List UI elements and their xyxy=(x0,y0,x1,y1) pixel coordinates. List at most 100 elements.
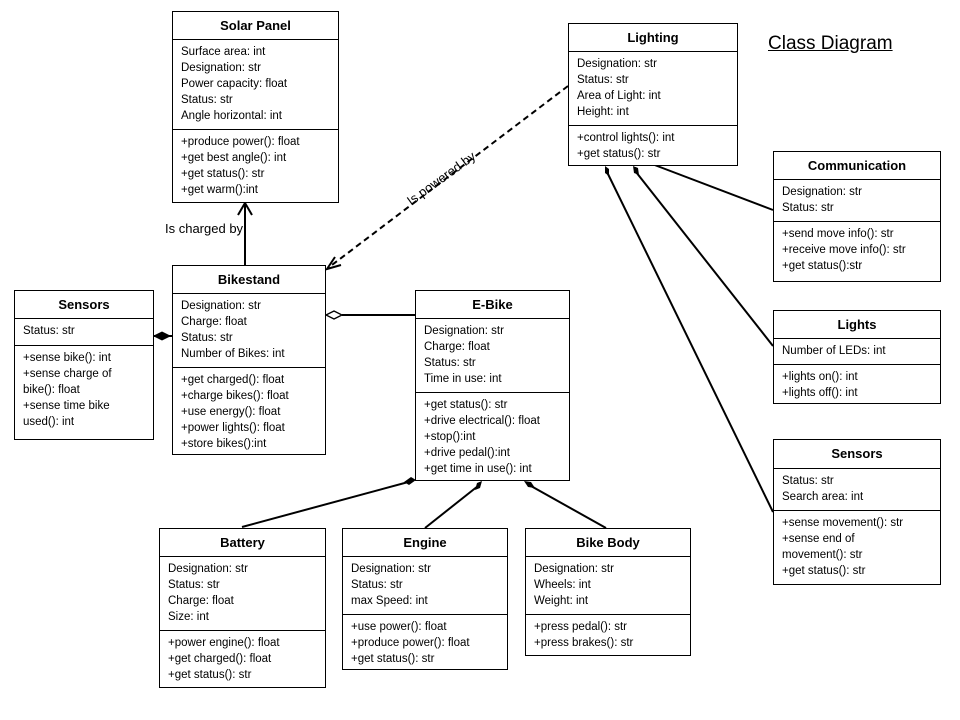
class-battery-methods: +power engine(): float+get charged(): fl… xyxy=(160,631,325,687)
class-lights-methods: +lights on(): int +lights off(): int xyxy=(774,365,940,405)
attribute-row: Number of LEDs: int xyxy=(782,345,886,357)
class-ebike-methods: +get status(): str+drive electrical(): f… xyxy=(416,393,569,481)
lighting-sensors-line xyxy=(606,171,774,513)
method-row: +lights on(): int xyxy=(782,371,858,383)
class-lighting-name: Lighting xyxy=(569,24,737,52)
method-row: used(): int xyxy=(23,416,75,428)
method-row: +receive move info(): str xyxy=(782,244,906,256)
class-lights-attributes: Number of LEDs: int xyxy=(774,339,940,365)
method-row: +press pedal(): str xyxy=(534,621,627,633)
attribute-row: Size: int xyxy=(168,611,209,623)
attribute-row: Area of Light: int xyxy=(577,90,661,102)
method-row: +get best angle(): int xyxy=(181,152,287,164)
powered-by-arrowhead xyxy=(324,256,342,271)
method-row: +get status(): str xyxy=(168,669,252,681)
method-row: +lights off(): int xyxy=(782,387,858,399)
attribute-row: Designation: str xyxy=(534,563,614,575)
attribute-row: Designation: str xyxy=(782,186,862,198)
attribute-row: Status: str xyxy=(782,202,834,214)
bikestand-ebike-diamond xyxy=(324,310,344,320)
method-row: +produce power(): float xyxy=(181,136,300,148)
method-row: +produce power(): float xyxy=(351,637,470,649)
method-row: +store bikes():int xyxy=(181,438,267,450)
attribute-row: Charge: float xyxy=(424,341,490,353)
class-engine-name: Engine xyxy=(343,529,507,557)
method-row: +send move info(): str xyxy=(782,228,894,240)
class-lights[interactable]: Lights Number of LEDs: int +lights on():… xyxy=(773,310,941,404)
class-communication-methods: +send move info(): str +receive move info… xyxy=(774,222,940,278)
method-row: +get status(): str xyxy=(181,168,265,180)
attribute-row: Power capacity: float xyxy=(181,78,288,90)
attribute-row: Designation: str xyxy=(181,62,261,74)
attribute-row: Angle horizontal: int xyxy=(181,110,283,122)
class-bike-body-name: Bike Body xyxy=(526,529,690,557)
class-lights-name: Lights xyxy=(774,311,940,339)
method-row: +control lights(): int xyxy=(577,132,675,144)
method-row: +charge bikes(): float xyxy=(181,390,289,402)
diagram-title: Class Diagram xyxy=(768,33,893,54)
ebike-engine-line xyxy=(424,485,479,529)
method-row: +get warm():int xyxy=(181,184,259,196)
method-row: +get charged(): float xyxy=(181,374,285,386)
ebike-battery-diamond xyxy=(404,477,416,485)
attribute-row: Designation: str xyxy=(424,325,504,337)
class-sensors-left[interactable]: Sensors Status: str +sense bike(): int+s… xyxy=(14,290,154,440)
attribute-row: Status: str xyxy=(23,325,75,337)
class-engine-methods: +use power(): float +produce power(): flo… xyxy=(343,615,507,671)
attribute-row: Designation: str xyxy=(351,563,431,575)
attribute-row: Status: str xyxy=(181,94,233,106)
method-row: +get status(): str xyxy=(782,565,866,577)
lighting-sensors-diamond xyxy=(605,166,609,176)
method-row: +power lights(): float xyxy=(181,422,285,434)
method-row: +get status():str xyxy=(782,260,863,272)
method-row: +sense charge of xyxy=(23,368,112,380)
class-solar-panel-methods: +produce power(): float +get best angle()… xyxy=(173,130,338,202)
method-row: +stop():int xyxy=(424,431,476,443)
sensors-bikestand-diamond xyxy=(152,331,172,341)
method-row: movement(): str xyxy=(782,549,863,561)
attribute-row: Charge: float xyxy=(181,316,247,328)
class-bike-body-methods: +press pedal(): str+press brakes(): str xyxy=(526,615,690,655)
attribute-row: Search area: int xyxy=(782,491,864,503)
class-battery-name: Battery xyxy=(160,529,325,557)
method-row: +use energy(): float xyxy=(181,406,281,418)
class-communication-name: Communication xyxy=(774,152,940,180)
class-bikestand-methods: +get charged(): float +charge bikes(): fl… xyxy=(173,368,325,456)
method-row: +sense time bike xyxy=(23,400,110,412)
ebike-battery-line xyxy=(241,480,413,528)
class-bikestand-name: Bikestand xyxy=(173,266,325,294)
method-row: +get charged(): float xyxy=(168,653,272,665)
attribute-row: Wheels: int xyxy=(534,579,591,591)
class-ebike-name: E-Bike xyxy=(416,291,569,319)
class-sensors-left-name: Sensors xyxy=(15,291,153,319)
charged-by-label: Is charged by xyxy=(165,221,244,236)
lighting-communication-line xyxy=(651,163,774,211)
method-row: +get status(): str xyxy=(577,148,661,160)
attribute-row: Status: str xyxy=(168,579,220,591)
method-row: +drive pedal():int xyxy=(424,447,510,459)
attribute-row: Designation: str xyxy=(168,563,248,575)
attribute-row: max Speed: int xyxy=(351,595,428,607)
attribute-row: Weight: int xyxy=(534,595,589,607)
charged-by-arrowhead xyxy=(237,201,253,216)
attribute-row: Status: str xyxy=(351,579,403,591)
method-row: +use power(): float xyxy=(351,621,447,633)
class-sensors-left-attributes: Status: str xyxy=(15,319,153,346)
